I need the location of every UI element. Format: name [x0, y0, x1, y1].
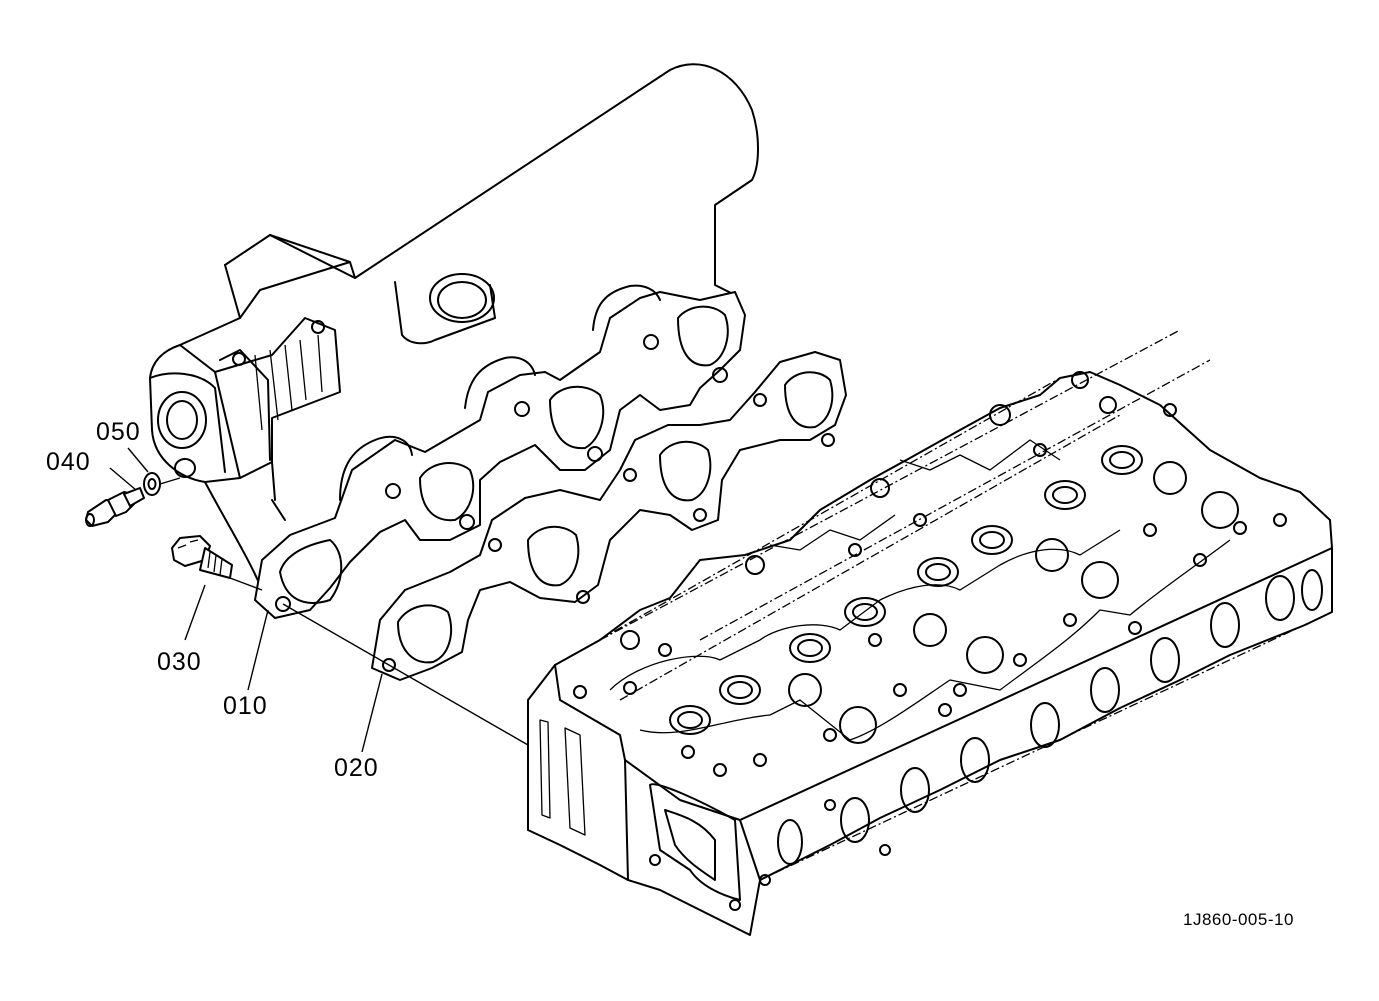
callout-030: 030: [157, 648, 202, 676]
leader-lines: [109, 447, 529, 753]
manifold-flange: [254, 284, 746, 619]
manifold-gasket: [371, 351, 847, 681]
intake-side-ports: [649, 569, 1323, 911]
callout-010: 010: [223, 692, 268, 720]
washer: [143, 472, 161, 496]
drawing-reference-number: 1J860-005-10: [1183, 910, 1294, 929]
callout-020: 020: [334, 754, 379, 782]
cylinder-ports: [669, 445, 1239, 744]
hose-nipple: [85, 487, 145, 527]
stud-bolt: [171, 535, 233, 579]
callout-050: 050: [96, 418, 141, 446]
exhaust-manifold: [149, 63, 759, 591]
callout-labels: 050 040 030 010 020: [46, 418, 379, 782]
head-bolt-holes: [573, 371, 1287, 777]
callout-040: 040: [46, 448, 91, 476]
cylinder-head: [527, 329, 1333, 936]
